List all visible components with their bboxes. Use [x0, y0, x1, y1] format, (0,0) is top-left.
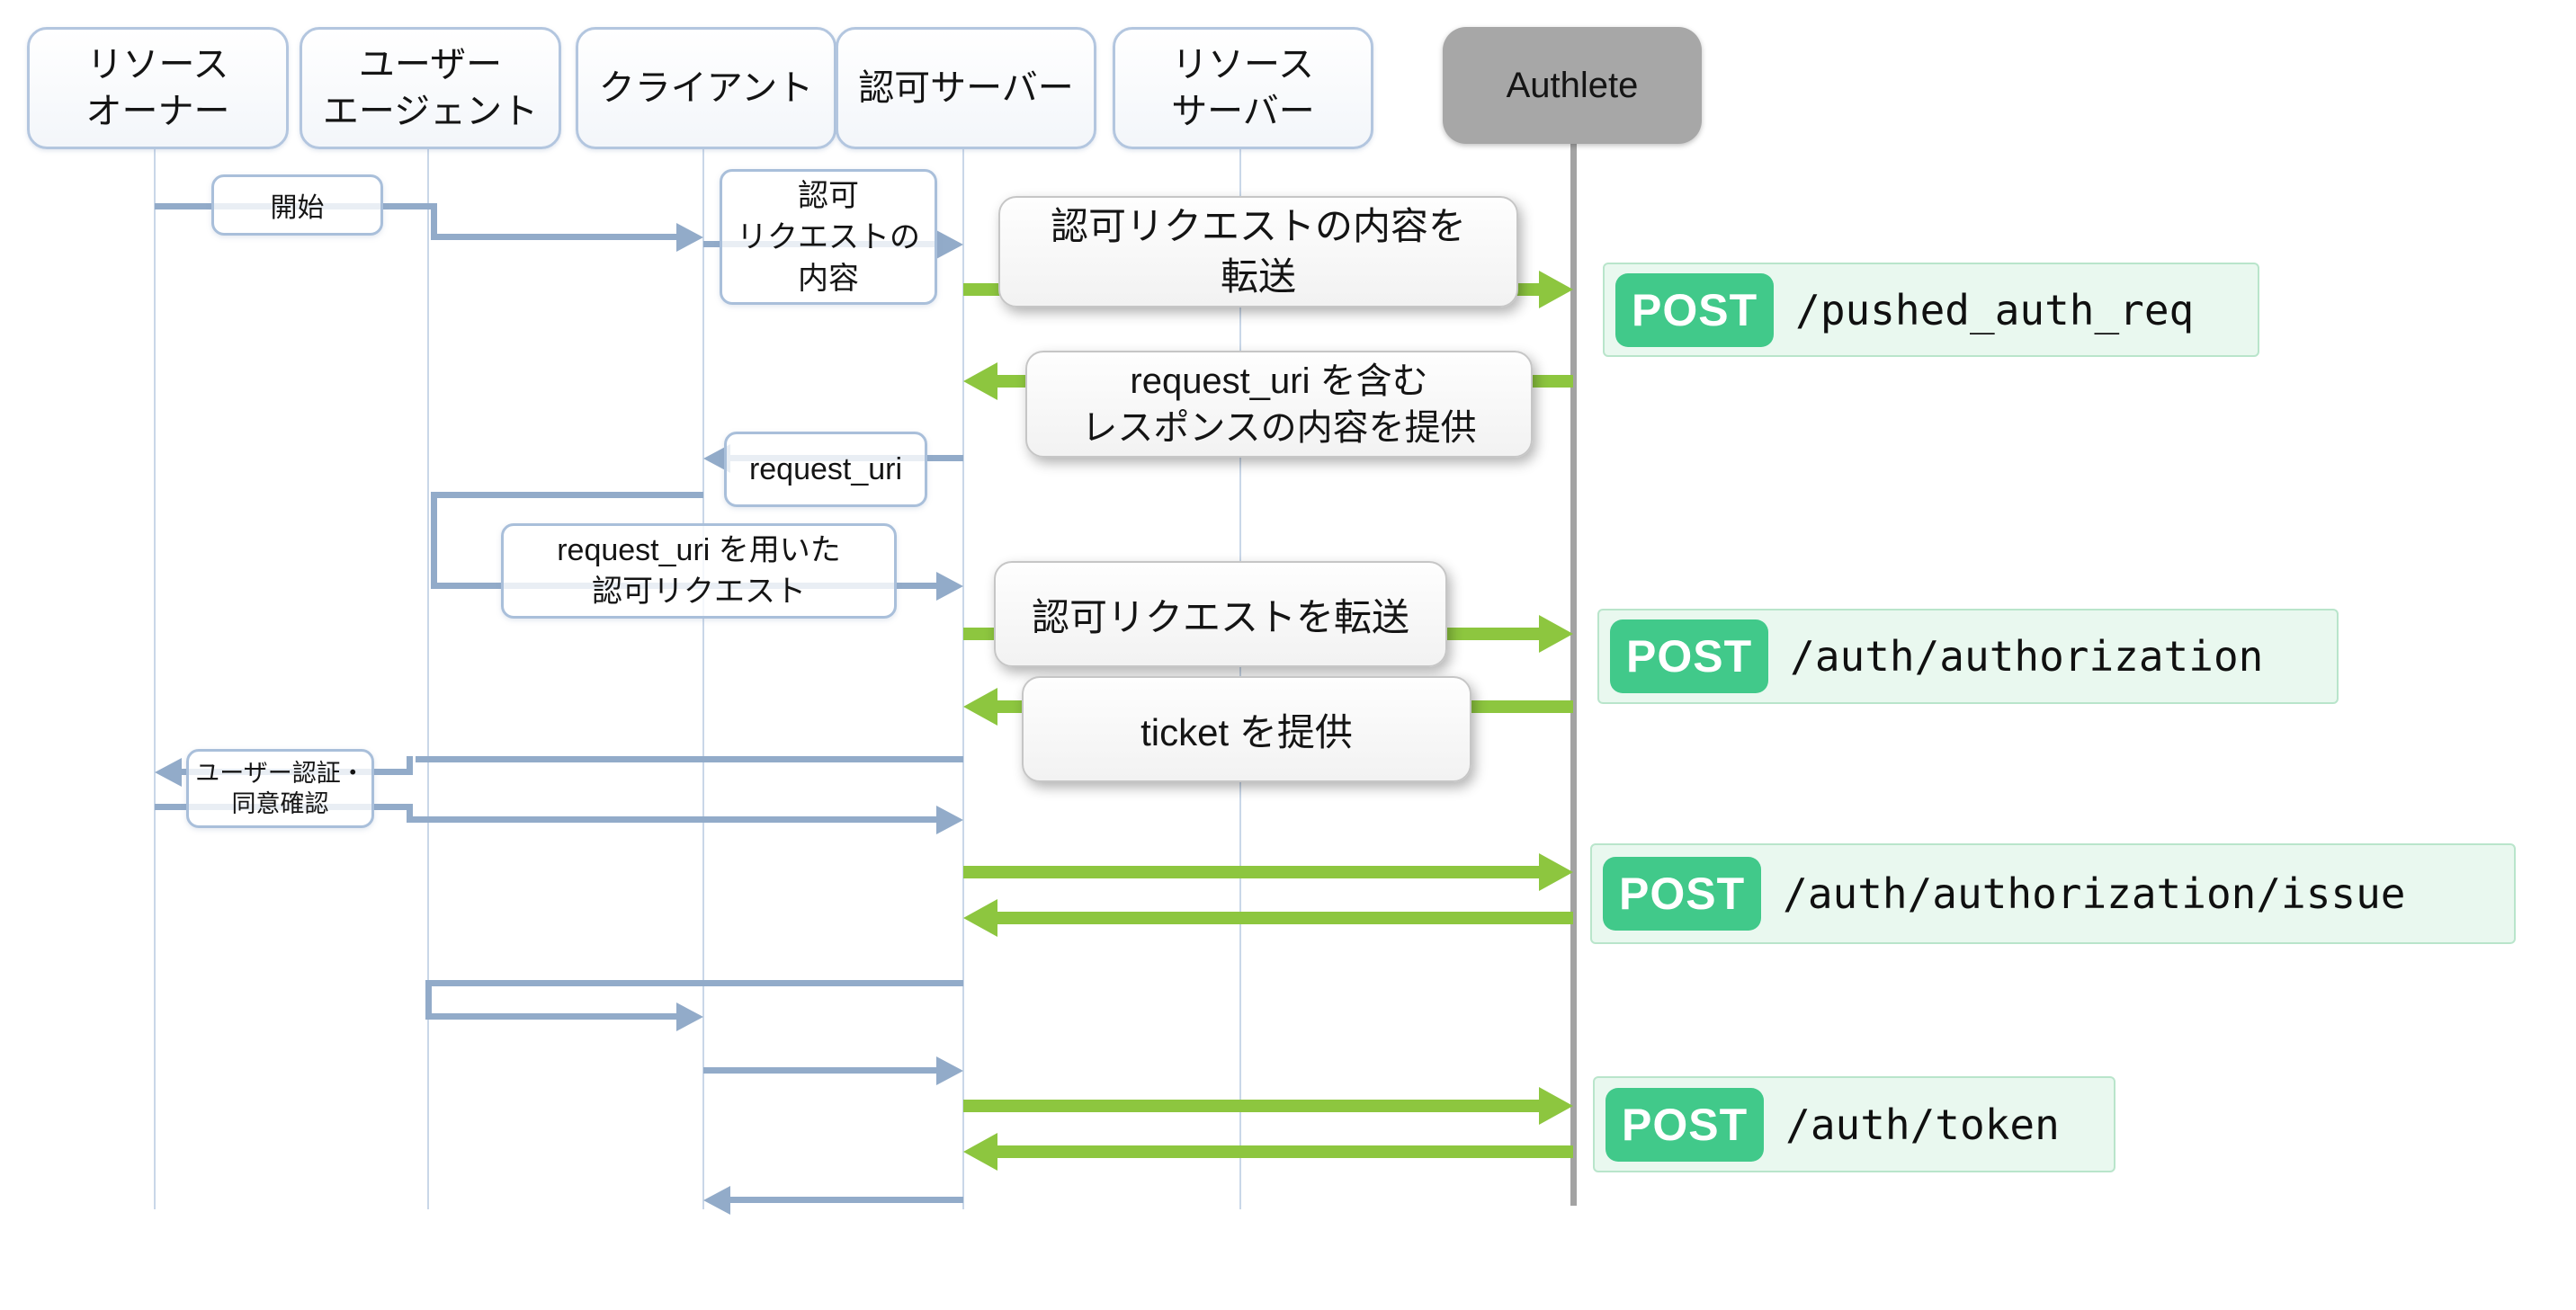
- label-text: request_uri: [748, 451, 903, 486]
- arrowhead-right-icon: [1539, 853, 1573, 891]
- participant-label: 認可サーバー: [858, 68, 1074, 108]
- participant-authorization-server: 認可サーバー: [836, 27, 1096, 149]
- arrow-redirect-segment: [425, 980, 963, 986]
- participant-label: リソース: [1172, 45, 1314, 85]
- lifeline-user-agent: [427, 144, 429, 1209]
- arrow-user-auth-segment: [416, 756, 963, 762]
- arrowhead-right-icon: [936, 806, 963, 834]
- participant-label: サーバー: [1171, 92, 1315, 131]
- api-path: /auth/token: [1785, 1100, 2060, 1149]
- arrow-start-segment: [431, 234, 676, 240]
- label-text: ユーザー認証・: [195, 760, 365, 787]
- label-request-uri: request_uri: [724, 432, 927, 507]
- label-text: 認可リクエストを転送: [1031, 595, 1409, 638]
- arrow-consent-reply-segment: [407, 816, 936, 823]
- label-text: request_uri を含む: [1130, 361, 1428, 401]
- arrowhead-left-icon: [963, 362, 997, 400]
- label-user-auth-consent: ユーザー認証・ 同意確認: [186, 749, 374, 828]
- arrowhead-right-icon: [936, 230, 963, 259]
- label-text: 同意確認: [231, 790, 329, 817]
- label-start: 開始: [211, 174, 383, 236]
- arrowhead-right-icon: [936, 1056, 963, 1085]
- arrow-token-response: [729, 1197, 963, 1203]
- arrowhead-right-icon: [1539, 271, 1573, 308]
- arrow-authz-with-request-uri-segment: [431, 492, 703, 498]
- lifeline-authlete: [1570, 142, 1577, 1206]
- api-path: /auth/authorization/issue: [1783, 869, 2406, 918]
- participant-label: クライアント: [598, 68, 814, 108]
- arrow-redirect-segment: [425, 1013, 676, 1020]
- participant-authlete: Authlete: [1443, 27, 1702, 144]
- lifeline-authorization-server: [962, 144, 964, 1209]
- arrow-consent-reply-elbow: [407, 804, 413, 823]
- label-authz-request-content: 認可 リクエストの 内容: [720, 169, 937, 305]
- arrowhead-left-icon: [155, 758, 182, 787]
- http-method-chip: POST: [1610, 619, 1769, 693]
- arrowhead-right-icon: [676, 1003, 703, 1031]
- participant-label: オーナー: [85, 92, 230, 131]
- label-text: リクエストの: [737, 219, 920, 254]
- arrowhead-left-icon: [963, 688, 997, 726]
- label-authz-with-request-uri: request_uri を用いた 認可リクエスト: [501, 523, 897, 619]
- arrow-token-api-response: [997, 1145, 1573, 1158]
- arrow-user-auth-elbow: [407, 756, 413, 775]
- participant-user-agent: ユーザー エージェント: [300, 27, 561, 149]
- label-text: 認可: [798, 178, 859, 213]
- api-path: /auth/authorization: [1790, 632, 2264, 681]
- participant-label: ユーザー: [358, 45, 503, 85]
- api-badge-auth-token: POST /auth/token: [1593, 1076, 2115, 1172]
- arrow-redirect-elbow: [425, 980, 432, 1020]
- api-path: /pushed_auth_req: [1795, 285, 2195, 334]
- label-text: 認可リクエスト: [592, 575, 806, 609]
- label-text: 内容: [798, 261, 859, 296]
- label-forward-authz-request: 認可リクエストを転送: [994, 561, 1447, 667]
- api-badge-pushed-auth-req: POST /pushed_auth_req: [1603, 263, 2259, 357]
- arrow-token-api-request: [963, 1100, 1539, 1112]
- arrow-authz-with-request-uri-elbow: [431, 492, 437, 589]
- participant-label: リソース: [86, 45, 229, 85]
- http-method-chip: POST: [1615, 272, 1775, 347]
- lifeline-resource-owner: [154, 144, 156, 1209]
- label-text: 転送: [1220, 255, 1296, 298]
- label-response-with-request-uri: request_uri を含む レスポンスの内容を提供: [1025, 351, 1533, 458]
- arrow-token-request: [703, 1067, 936, 1074]
- lifeline-client: [702, 144, 704, 1209]
- api-badge-auth-authorization: POST /auth/authorization: [1597, 609, 2339, 704]
- arrow-start-elbow: [431, 203, 437, 240]
- label-forward-request-content: 認可リクエストの内容を 転送: [998, 196, 1518, 307]
- participant-label: Authlete: [1506, 66, 1639, 105]
- label-provide-ticket: ticket を提供: [1022, 676, 1471, 782]
- arrow-authorization-issue-response: [997, 912, 1573, 924]
- label-text: レスポンスの内容を提供: [1081, 407, 1477, 448]
- arrowhead-right-icon: [1539, 615, 1573, 653]
- label-text: 認可リクエストの内容を: [1050, 205, 1466, 247]
- arrowhead-left-icon: [963, 1133, 997, 1171]
- arrowhead-right-icon: [936, 572, 963, 601]
- label-text: request_uri を用いた: [557, 533, 841, 567]
- arrowhead-right-icon: [1539, 1087, 1573, 1125]
- api-badge-auth-authorization-issue: POST /auth/authorization/issue: [1590, 843, 2516, 944]
- label-text: ticket を提供: [1140, 710, 1353, 753]
- arrowhead-left-icon: [963, 899, 997, 937]
- arrowhead-left-icon: [703, 1186, 730, 1215]
- participant-client: クライアント: [576, 27, 836, 149]
- participant-resource-owner: リソース オーナー: [27, 27, 289, 149]
- http-method-chip: POST: [1606, 1087, 1765, 1162]
- http-method-chip: POST: [1603, 857, 1762, 931]
- participant-label: エージェント: [322, 92, 539, 131]
- label-text: 開始: [270, 193, 325, 223]
- arrow-authorization-issue-request: [963, 866, 1539, 878]
- arrowhead-right-icon: [676, 223, 703, 252]
- participant-resource-server: リソース サーバー: [1113, 27, 1373, 149]
